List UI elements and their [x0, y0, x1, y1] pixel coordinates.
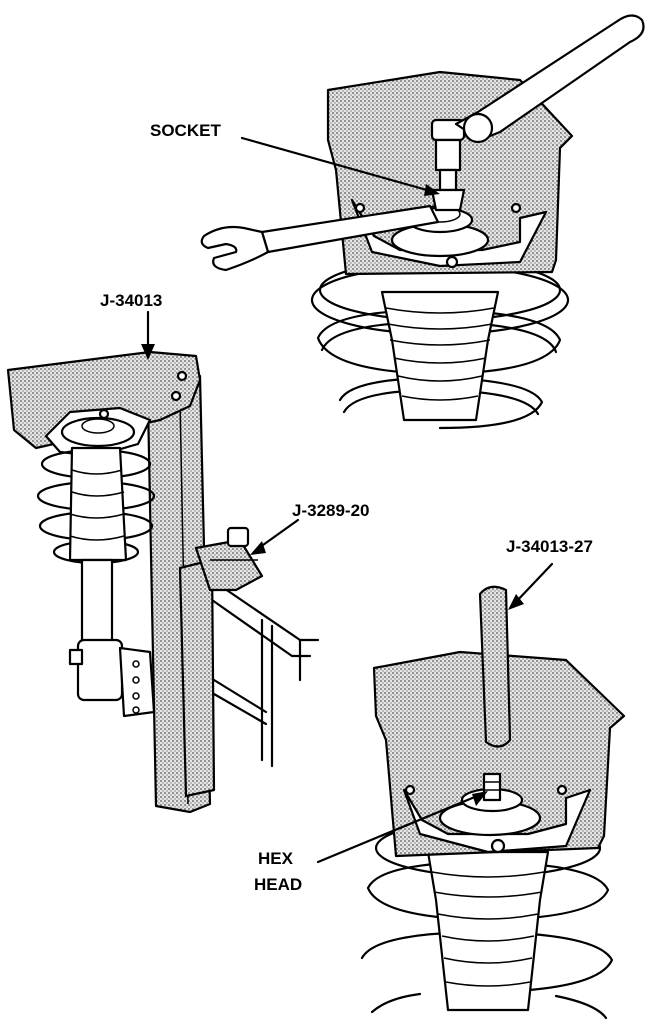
callout-labels: SOCKET J-34013 J-3289-20 J-34013-27 HEX … [100, 121, 593, 894]
left-strut-assembly [6, 350, 320, 814]
top-wrench [454, 14, 645, 144]
j34013-27-leader [512, 562, 554, 606]
bench-frame [210, 578, 320, 768]
strut-body [68, 558, 156, 718]
bottom-strut-assembly [360, 585, 626, 1020]
lower-wrench [200, 204, 440, 272]
compressor-post [146, 374, 216, 814]
hex-head-label-line2: HEAD [254, 875, 302, 894]
bottom-bellows [426, 850, 550, 1012]
socket-label: SOCKET [150, 121, 221, 140]
j34013-arrowhead [141, 344, 155, 360]
j3289-20-arrowhead [250, 541, 266, 555]
j3289-20-fixture [194, 526, 264, 592]
hex-head [482, 772, 502, 802]
j34013-27-rod [478, 585, 512, 748]
j34013-plate [6, 350, 202, 458]
top-strut-assembly [200, 14, 645, 430]
socket [430, 118, 466, 212]
bottom-compressor-cup [372, 650, 626, 858]
j34013-27-arrowhead [508, 594, 524, 610]
hex-head-arrowhead [472, 791, 488, 806]
socket-leader [240, 136, 436, 194]
j34013-27-label: J-34013-27 [506, 537, 593, 556]
left-coil-spring [36, 446, 156, 565]
hex-head-label-line1: HEX [258, 849, 294, 868]
leader-lines [141, 136, 554, 864]
j3289-20-label: J-3289-20 [292, 501, 370, 520]
hex-head-leader [316, 792, 484, 864]
j34013-label: J-34013 [100, 291, 162, 310]
socket-arrowhead [424, 184, 440, 196]
top-bellows [380, 290, 500, 422]
